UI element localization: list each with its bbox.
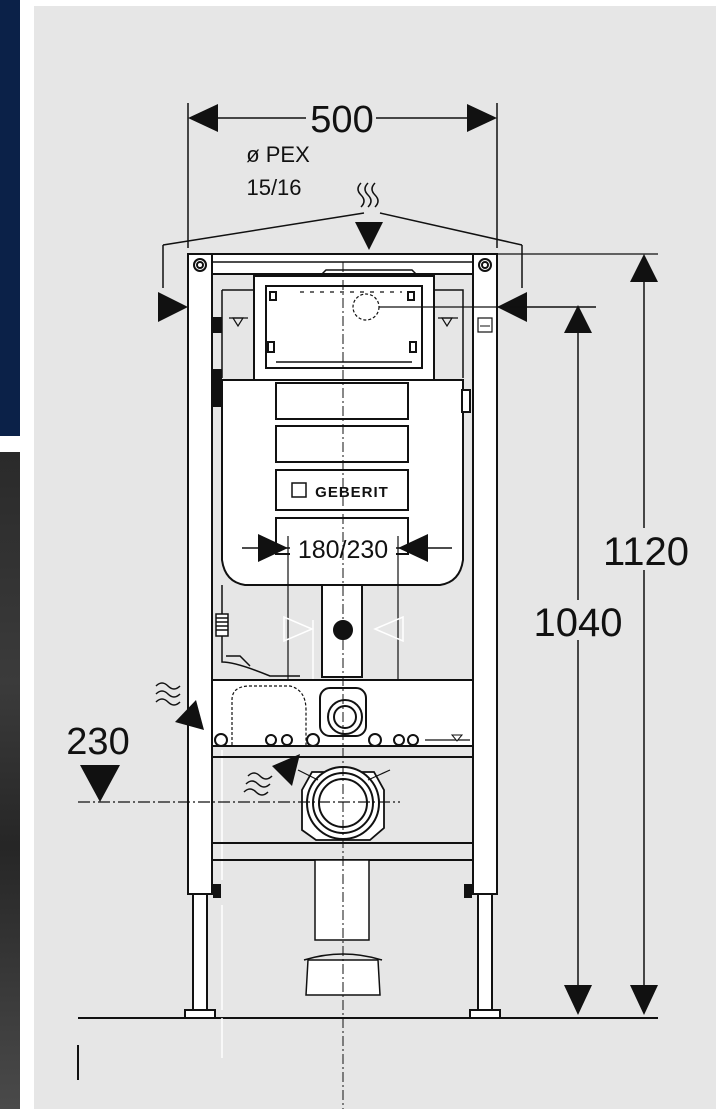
- left-photo-strip: [0, 452, 20, 1109]
- brand-logo: GEBERIT: [315, 484, 389, 501]
- dim-height-inner-label: 1040: [534, 601, 623, 645]
- left-navy-strip: [0, 0, 20, 436]
- supply-hose: [215, 585, 300, 677]
- dim-width-label: 500: [310, 99, 373, 141]
- water-wave-icon-drain: [243, 772, 273, 796]
- frame: [184, 253, 501, 1019]
- supply-arrow: [355, 222, 383, 250]
- supply-label-line1: ø PEX: [246, 142, 310, 167]
- dimension-height-total: [497, 253, 658, 1015]
- drain-outlet: [297, 766, 391, 996]
- dim-height-total-label: 1120: [603, 530, 689, 574]
- dim-drain-label: 230: [66, 721, 129, 763]
- water-wave-icon: [357, 182, 379, 208]
- left-inlet-arrow: [158, 292, 188, 322]
- flush-pipe: [283, 584, 404, 680]
- supply-label-line2: 15/16: [246, 175, 301, 200]
- wall-connector-icon: [477, 317, 493, 333]
- dimension-drain-height: [78, 765, 400, 803]
- water-wave-icon-left: [155, 682, 181, 706]
- dimension-height-inner: [564, 305, 592, 1015]
- water-level-triangle-icon: [231, 317, 245, 328]
